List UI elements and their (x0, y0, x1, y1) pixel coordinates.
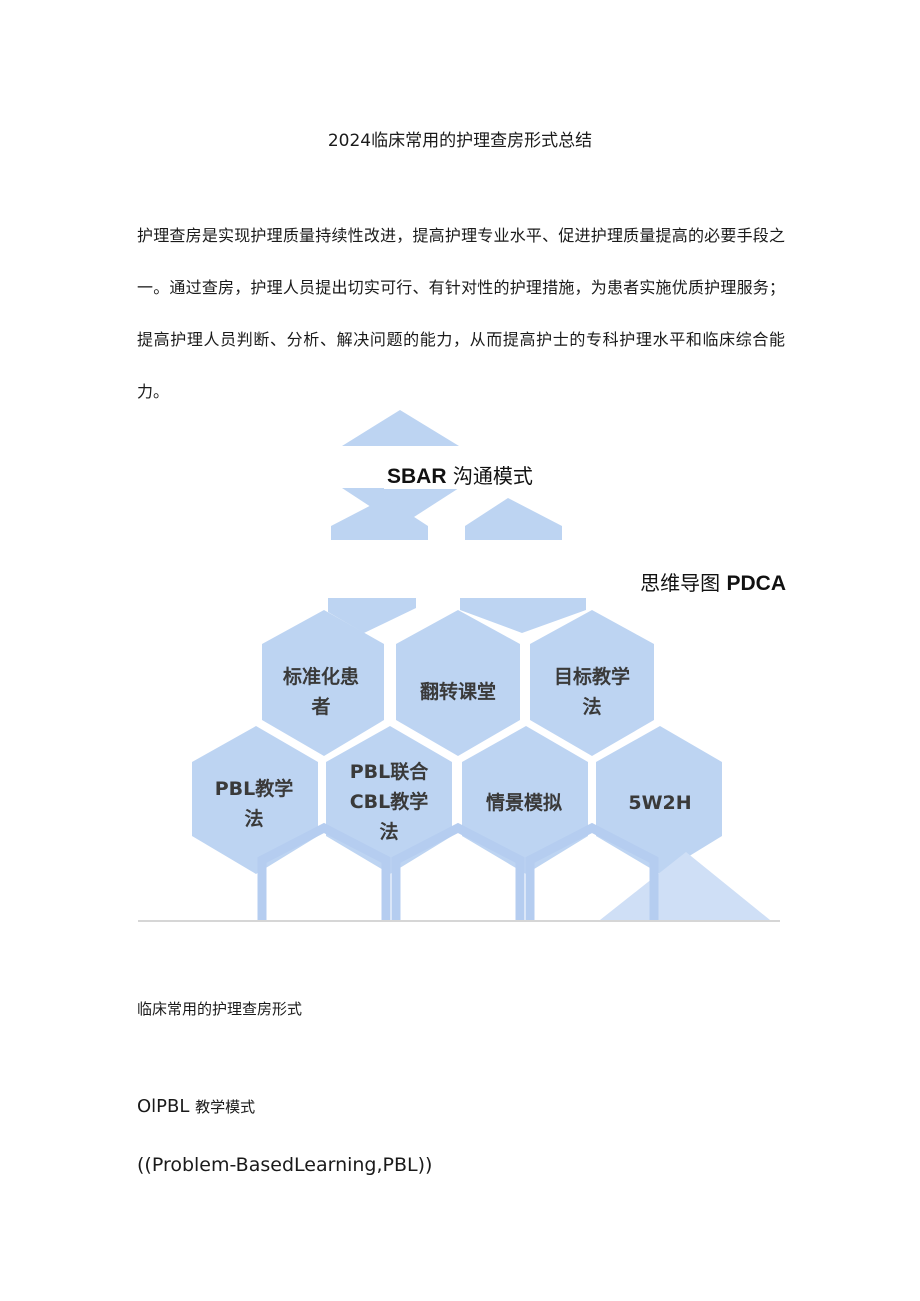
intro-paragraph: 护理查房是实现护理质量持续性改进，提高护理专业水平、促进护理质量提高的必要手段之… (137, 226, 785, 401)
hex-label-pbl-teaching-l2: 法 (244, 807, 263, 830)
hex-label-standardized-patient-l1: 标准化患 (283, 665, 359, 688)
item-heading-prefix: OlPBL (137, 1096, 190, 1117)
hex-label-pbl-cbl-l2: CBL教学 (350, 790, 429, 813)
hex-row-bottom (192, 726, 722, 874)
hex-label-pbl-cbl-l1: PBL联合 (350, 760, 430, 783)
hex-label-scenario-simulation: 情景模拟 (486, 791, 562, 814)
hex-outline-fragments (257, 822, 659, 920)
sbar-label-bold: SBAR (387, 465, 447, 488)
pdca-label-text: 思维导图 (640, 571, 721, 595)
hex-row-top (262, 610, 654, 756)
pdca-label: 思维导图 PDCA (640, 567, 786, 596)
document-title: 2024临床常用的护理查房形式总结 (327, 131, 593, 151)
item-heading-cn: 教学模式 (195, 1098, 256, 1116)
item-heading: OlPBL 教学模式 (137, 1096, 255, 1117)
section-heading: 临床常用的护理查房形式 (137, 1000, 303, 1018)
hex-label-standardized-patient-l2: 者 (311, 696, 330, 718)
sbar-label: SBAR 沟通模式 (384, 460, 536, 489)
pdca-label-bold: PDCA (726, 572, 786, 595)
nursing-rounds-hex-diagram: 标准化患 者 翻转课堂 目标教学 法 PBL教学 法 PBL联合 CBL教学 法… (130, 400, 790, 940)
item-english-subtitle: ((Problem-BasedLearning,PBL)) (137, 1154, 433, 1176)
sbar-label-text: 沟通模式 (452, 464, 533, 488)
sbar-hex-cluster (331, 410, 562, 540)
mountain-decoration (600, 852, 770, 920)
hex-label-5w2h: 5W2H (628, 792, 691, 814)
hex-label-pbl-teaching-l1: PBL教学 (215, 777, 294, 800)
hex-label-objective-teaching-l1: 目标教学 (554, 665, 630, 688)
hex-label-pbl-cbl-l3: 法 (379, 820, 398, 843)
upper-hex-fragments (328, 598, 586, 633)
hex-label-flipped-classroom: 翻转课堂 (420, 680, 496, 703)
hex-label-objective-teaching-l2: 法 (582, 695, 601, 718)
